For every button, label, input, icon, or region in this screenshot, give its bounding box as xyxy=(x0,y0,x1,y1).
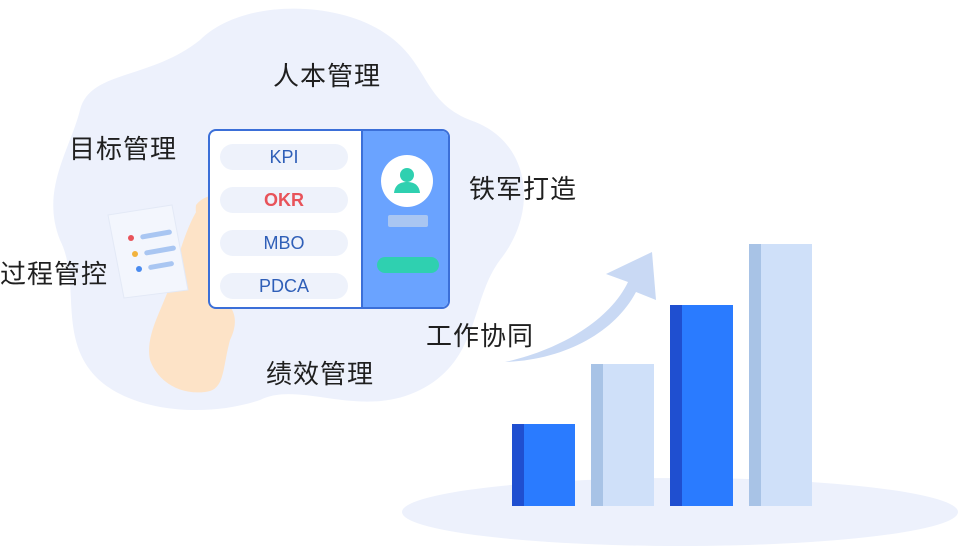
bar-1 xyxy=(512,424,575,506)
label-process-control: 过程管控 xyxy=(0,260,109,290)
method-item-okr[interactable]: OKR xyxy=(220,187,348,213)
label-team-building: 铁军打造 xyxy=(469,175,578,205)
label-goal-management: 目标管理 xyxy=(69,135,178,165)
bar-edge xyxy=(512,424,524,506)
method-list: KPI OKR MBO PDCA xyxy=(210,131,361,307)
bar-edge xyxy=(749,244,761,506)
label-performance-management: 绩效管理 xyxy=(266,360,375,390)
label-people-management: 人本管理 xyxy=(273,62,382,92)
avatar xyxy=(381,155,433,207)
user-icon xyxy=(394,168,420,193)
name-placeholder xyxy=(388,215,428,227)
method-card: KPI OKR MBO PDCA xyxy=(208,129,450,309)
method-item-mbo[interactable]: MBO xyxy=(220,230,348,256)
bar-4 xyxy=(749,244,812,506)
bar-edge xyxy=(670,305,682,506)
label-work-collaboration: 工作协同 xyxy=(426,322,535,352)
action-button[interactable] xyxy=(377,257,439,273)
profile-panel xyxy=(361,131,448,307)
bar-edge xyxy=(591,364,603,506)
growth-arrow xyxy=(505,252,656,362)
bar-2 xyxy=(591,364,654,506)
method-item-pdca[interactable]: PDCA xyxy=(220,273,348,299)
bar-3 xyxy=(670,305,733,506)
method-item-kpi[interactable]: KPI xyxy=(220,144,348,170)
note-paper xyxy=(107,204,189,299)
